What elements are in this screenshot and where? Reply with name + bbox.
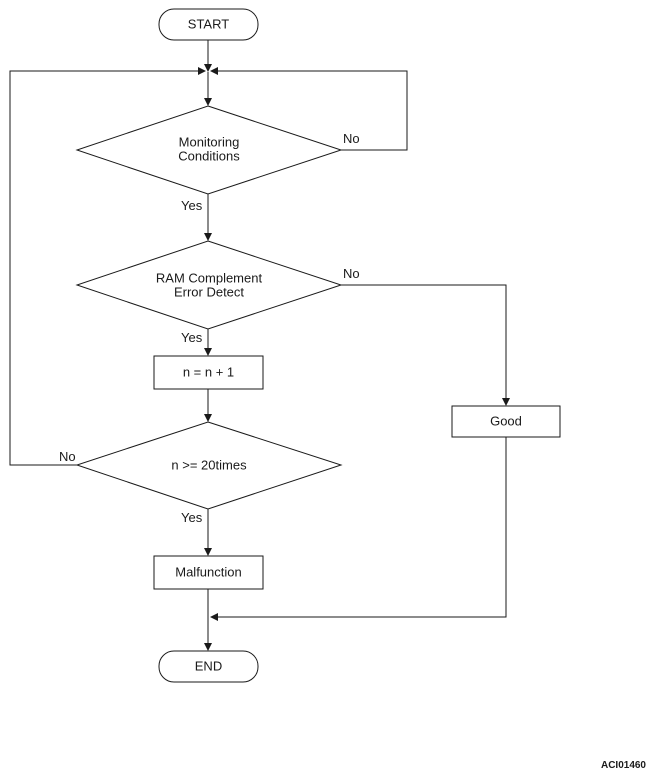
process-malfunction-label: Malfunction: [175, 564, 241, 579]
arrowhead-count: [204, 414, 212, 422]
end-label: END: [195, 658, 222, 673]
connector-monitoring-no-loop: [218, 70, 408, 151]
arrowhead-count-no-loop: [198, 67, 206, 75]
decision-ram-line2: Error Detect: [174, 284, 244, 299]
label-ram-no: No: [343, 266, 360, 281]
label-monitoring-no: No: [343, 131, 360, 146]
arrowhead-monitoring-no-loop: [210, 67, 218, 75]
label-count-yes: Yes: [181, 510, 203, 525]
label-monitoring-yes: Yes: [181, 198, 203, 213]
process-good-label: Good: [490, 413, 522, 428]
arrowhead-good-merge: [210, 613, 218, 621]
process-increment-label: n = n + 1: [183, 364, 234, 379]
decision-ram-line1: RAM Complement: [156, 270, 263, 285]
decision-monitoring-line2: Conditions: [178, 148, 240, 163]
arrowhead-ram: [204, 233, 212, 241]
arrowhead-start: [204, 64, 212, 72]
arrowhead-good: [502, 398, 510, 406]
process-malfunction: [153, 555, 264, 590]
process-increment: [153, 355, 264, 390]
connector-count-no-loop: [9, 70, 198, 466]
decision-count-label: n >= 20times: [171, 457, 247, 472]
connector-good-to-end: [218, 437, 507, 618]
arrowhead-monitoring: [204, 98, 212, 106]
label-count-no: No: [59, 449, 76, 464]
decision-monitoring-line1: Monitoring: [179, 134, 240, 149]
connector-ram-no-to-good: [341, 284, 507, 398]
arrowhead-end: [204, 643, 212, 651]
process-good: [451, 405, 561, 438]
arrowhead-malfunction: [204, 548, 212, 556]
end-terminal: [158, 650, 259, 683]
start-label: START: [188, 16, 229, 31]
arrowhead-increment: [204, 348, 212, 356]
figure-code: ACI01460: [601, 760, 646, 771]
label-ram-yes: Yes: [181, 330, 203, 345]
